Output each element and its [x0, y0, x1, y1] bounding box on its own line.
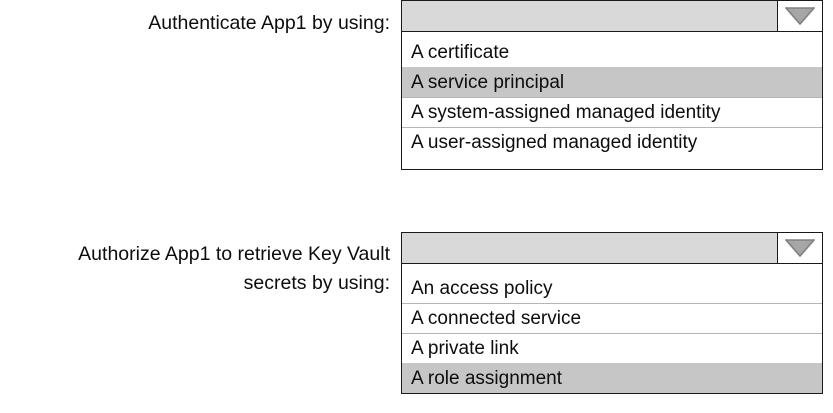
dropdown-authorize[interactable]: An access policy A connected service A p… — [401, 232, 823, 394]
dropdown-option-selected[interactable]: A service principal — [402, 67, 822, 97]
dropdown-authorize-options-list[interactable]: An access policy A connected service A p… — [401, 264, 823, 394]
dropdown-authenticate-header[interactable] — [401, 0, 823, 32]
dropdown-authorize-selected-value — [402, 233, 777, 263]
dropdown-option[interactable]: A certificate — [402, 38, 822, 67]
dropdown-authorize-header[interactable] — [401, 232, 823, 264]
dropdown-option[interactable]: A private link — [402, 333, 822, 363]
dropdown-option[interactable]: A system-assigned managed identity — [402, 97, 822, 127]
dropdown-authorize-toggle-button[interactable] — [777, 233, 822, 263]
prompt-label-authorize: Authorize App1 to retrieve Key Vault sec… — [78, 243, 390, 294]
dropdown-authenticate-options-list[interactable]: A certificate A service principal A syst… — [401, 32, 823, 170]
dropdown-option[interactable]: An access policy — [402, 274, 822, 303]
chevron-down-icon — [785, 239, 815, 257]
dropdown-authenticate-toggle-button[interactable] — [777, 1, 822, 31]
dropdown-authenticate[interactable]: A certificate A service principal A syst… — [401, 0, 823, 170]
dropdown-authenticate-selected-value — [402, 1, 777, 31]
prompt-label-authenticate: Authenticate App1 by using: — [148, 12, 390, 34]
dropdown-option[interactable]: A connected service — [402, 303, 822, 333]
chevron-down-icon — [785, 7, 815, 25]
dropdown-option-selected[interactable]: A role assignment — [402, 363, 822, 393]
dropdown-option[interactable]: A user-assigned managed identity — [402, 127, 822, 157]
